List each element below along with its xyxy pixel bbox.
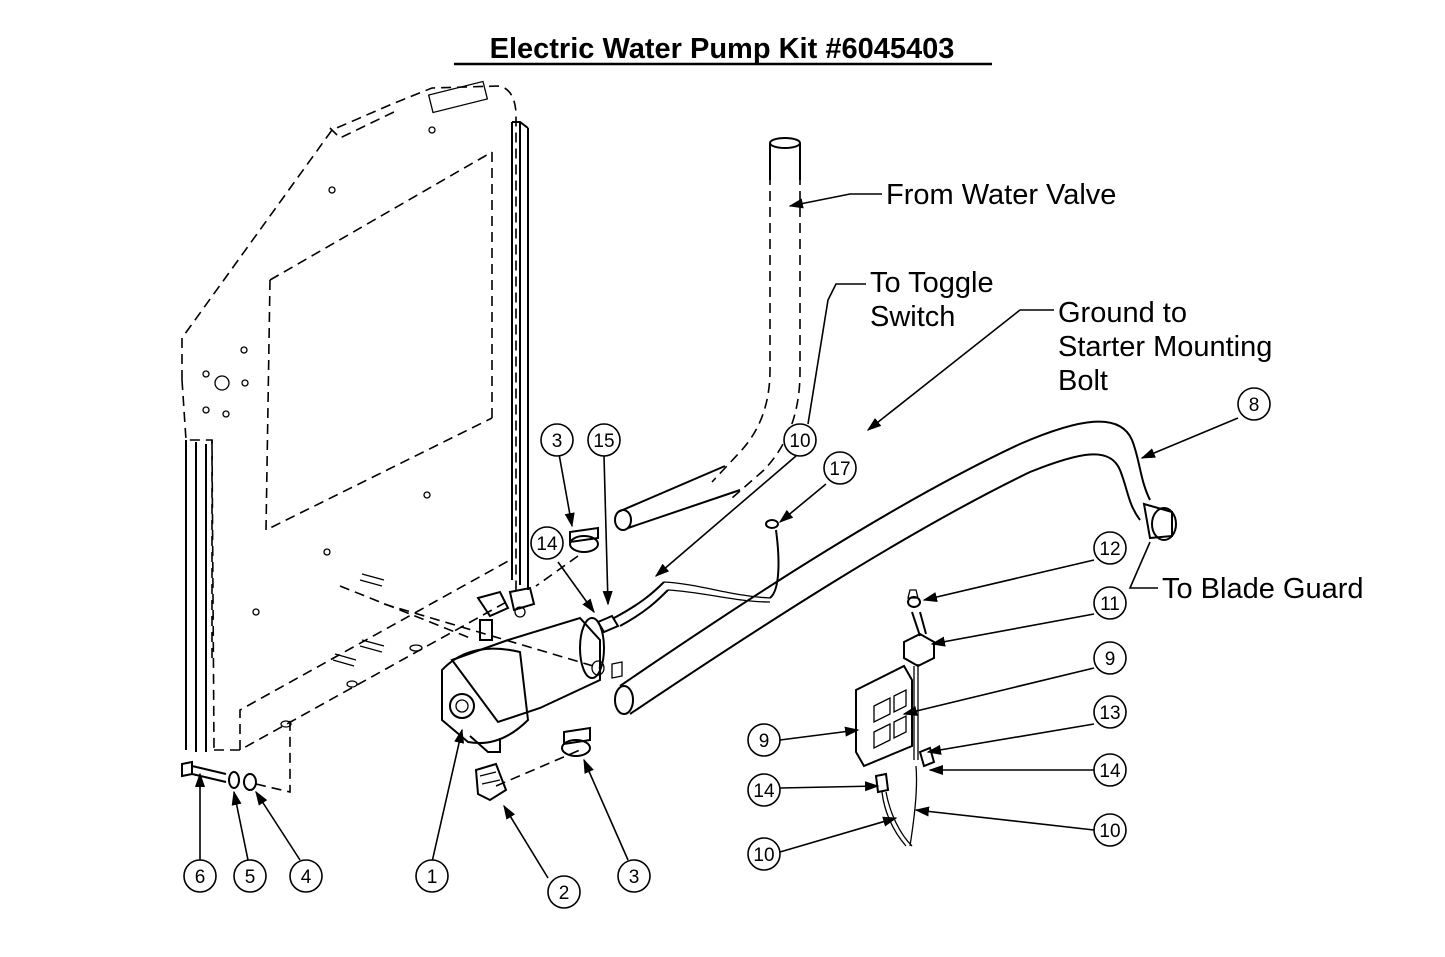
svg-text:10: 10 <box>789 431 810 452</box>
item-bubble-12: 12 <box>1093 531 1127 565</box>
item-bubble-9-right: 9 <box>1093 641 1127 675</box>
svg-text:5: 5 <box>245 867 256 888</box>
svg-text:2: 2 <box>559 883 570 904</box>
item-bubble-17: 17 <box>823 451 857 485</box>
item-bubble-3-lower: 3 <box>617 859 651 893</box>
item-bubble-14-right: 14 <box>1093 753 1127 787</box>
svg-text:6: 6 <box>195 867 206 888</box>
svg-text:14: 14 <box>536 534 558 555</box>
hose-clamp-upper <box>535 526 599 587</box>
item-bubble-9-left: 9 <box>747 723 781 757</box>
svg-text:12: 12 <box>1099 539 1120 560</box>
svg-text:3: 3 <box>552 431 563 452</box>
item-bubble-4: 4 <box>289 859 323 893</box>
callout-to-toggle-line2: Switch <box>870 301 955 333</box>
water-pump <box>441 586 623 753</box>
elbow-fitting <box>474 749 581 802</box>
item-bubble-8: 8 <box>1237 387 1271 421</box>
diagram-title: Electric Water Pump Kit #6045403 <box>490 33 955 65</box>
item-bubble-14-left: 14 <box>747 773 781 807</box>
svg-text:14: 14 <box>753 781 775 802</box>
item-bubble-11: 11 <box>1093 586 1127 620</box>
callout-from-water-valve: From Water Valve <box>886 179 1116 211</box>
callout-ground-line1: Ground to <box>1058 297 1187 329</box>
item-bubble-10-right: 10 <box>1093 813 1127 847</box>
water-tube-from-valve <box>614 137 801 531</box>
svg-text:15: 15 <box>593 431 614 452</box>
pump-wiring <box>596 519 780 634</box>
item-bubble-10-left: 10 <box>747 837 781 871</box>
svg-text:13: 13 <box>1099 703 1120 724</box>
hose-to-blade-guard <box>614 420 1177 715</box>
svg-text:9: 9 <box>759 731 770 752</box>
callout-to-blade-guard: To Blade Guard <box>1162 573 1364 605</box>
toggle-switch-assembly <box>855 589 936 847</box>
mounting-bolt-and-washers <box>181 720 291 794</box>
item-bubble-2: 2 <box>547 875 581 909</box>
svg-text:11: 11 <box>1100 594 1120 615</box>
callout-to-toggle-line1: To Toggle <box>870 267 994 299</box>
svg-text:17: 17 <box>829 459 850 480</box>
item-bubble-1: 1 <box>415 859 449 893</box>
callout-ground-line3: Bolt <box>1058 365 1108 397</box>
item-bubble-5: 5 <box>233 859 267 893</box>
item-bubble-6: 6 <box>183 859 217 893</box>
svg-text:3: 3 <box>629 867 640 888</box>
svg-text:4: 4 <box>301 867 312 888</box>
leader-lines <box>194 193 1239 879</box>
svg-text:14: 14 <box>1099 761 1121 782</box>
svg-text:10: 10 <box>753 845 774 866</box>
svg-text:1: 1 <box>427 867 438 888</box>
item-bubble-13: 13 <box>1093 695 1127 729</box>
mounting-panel <box>181 80 601 752</box>
callout-ground-line2: Starter Mounting <box>1058 331 1272 363</box>
item-bubble-14-upper: 14 <box>530 526 564 560</box>
hose-clamp-lower <box>561 726 591 757</box>
item-bubble-10-top: 10 <box>783 423 817 457</box>
item-bubble-3-upper: 3 <box>540 423 574 457</box>
svg-text:9: 9 <box>1105 649 1116 670</box>
svg-text:8: 8 <box>1249 395 1260 416</box>
svg-text:10: 10 <box>1099 821 1120 842</box>
item-bubble-15: 15 <box>587 423 621 457</box>
